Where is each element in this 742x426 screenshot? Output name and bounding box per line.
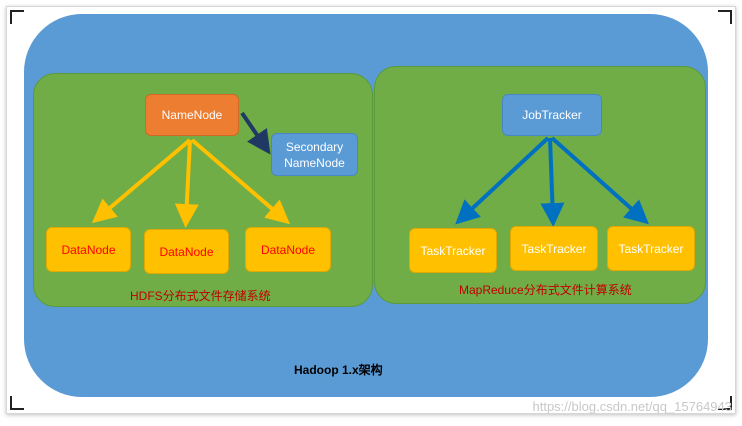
secondary-namenode-box: Secondary NameNode	[271, 133, 358, 176]
frame-corner	[718, 396, 732, 410]
secondary-namenode-label-line1: Secondary	[285, 139, 344, 154]
frame-corner	[718, 10, 732, 24]
frame-corner	[10, 396, 24, 410]
frame-corner	[10, 10, 24, 24]
arrow-namenode-to-datanode-2	[174, 139, 199, 228]
jobtracker-label: JobTracker	[522, 108, 582, 122]
arrow-namenode-to-secondary	[240, 111, 271, 155]
tasktracker-box: TaskTracker	[510, 226, 598, 271]
arrow-namenode-to-datanode-1	[91, 138, 192, 224]
tasktracker-box: TaskTracker	[409, 228, 497, 273]
arrow-jobtracker-to-tasktracker-3	[550, 136, 649, 225]
secondary-namenode-label-line2: NameNode	[284, 155, 345, 170]
tasktracker-label: TaskTracker	[420, 243, 486, 258]
datanode-box: DataNode	[144, 229, 229, 274]
arrow-jobtracker-to-tasktracker-2	[540, 137, 565, 227]
datanode-label: DataNode	[61, 242, 116, 257]
datanode-box: DataNode	[46, 227, 131, 272]
arrow-namenode-to-datanode-3	[190, 138, 291, 225]
diagram-title: Hadoop 1.x架构	[294, 363, 383, 377]
tasktracker-box: TaskTracker	[607, 226, 695, 271]
watermark-text: https://blog.csdn.net/qq_15764943	[532, 399, 733, 414]
mapreduce-caption: MapReduce分布式文件计算系统	[459, 283, 632, 297]
datanode-label: DataNode	[159, 244, 214, 259]
namenode-box: NameNode	[145, 94, 239, 136]
arrow-jobtracker-to-tasktracker-1	[455, 136, 550, 225]
datanode-box: DataNode	[245, 227, 331, 272]
jobtracker-box: JobTracker	[502, 94, 602, 136]
namenode-label: NameNode	[161, 108, 223, 122]
datanode-label: DataNode	[260, 242, 316, 257]
hdfs-caption: HDFS分布式文件存储系统	[130, 289, 271, 303]
tasktracker-label: TaskTracker	[521, 241, 587, 256]
tasktracker-label: TaskTracker	[618, 241, 684, 256]
